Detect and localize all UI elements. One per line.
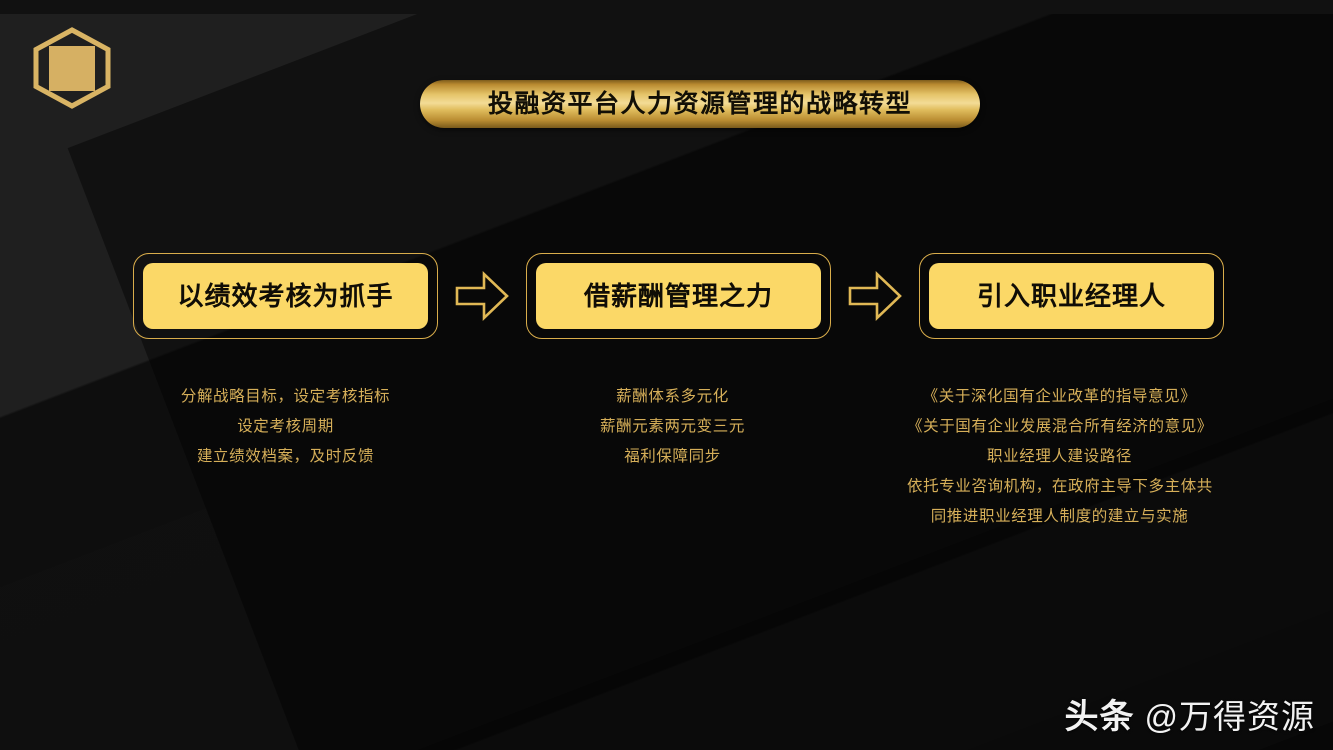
detail-line: 福利保障同步 [624,448,721,465]
detail-line: 设定考核周期 [237,418,334,435]
flow-step-2[interactable]: 借薪酬管理之力 [526,253,831,339]
flow-step-1[interactable]: 以绩效考核为抓手 [133,253,438,339]
page-title: 投融资平台人力资源管理的战略转型 [487,89,912,118]
slide-title-pill: 投融资平台人力资源管理的战略转型 [420,80,980,128]
flow-step-2-label: 借薪酬管理之力 [583,281,773,311]
detail-column-1: 分解战略目标，设定考核指标 设定考核周期 建立绩效档案，及时反馈 [133,382,438,472]
detail-line: 《关于深化国有企业改革的指导意见》 [922,388,1197,405]
detail-line: 建立绩效档案，及时反馈 [196,448,375,465]
detail-line: 依托专业咨询机构，在政府主导下多主体共 [907,478,1213,495]
detail-column-2: 薪酬体系多元化 薪酬元素两元变三元 福利保障同步 [520,382,825,472]
detail-columns: 分解战略目标，设定考核指标 设定考核周期 建立绩效档案，及时反馈 薪酬体系多元化… [0,382,1333,532]
background-top-strip [0,0,1333,14]
detail-line: 薪酬元素两元变三元 [600,418,745,435]
detail-line: 《关于国有企业发展混合所有经济的意见》 [907,418,1213,435]
process-flow-row: 以绩效考核为抓手 借薪酬管理之力 引入职业经理人 [0,253,1333,339]
detail-line: 薪酬体系多元化 [616,388,729,405]
flow-step-3-body: 引入职业经理人 [929,263,1214,329]
watermark-handle: @万得资源 [1144,698,1315,735]
watermark: 头条 @万得资源 [1065,689,1316,738]
right-arrow-icon-2 [844,266,906,326]
flow-step-2-body: 借薪酬管理之力 [536,263,821,329]
detail-line: 同推进职业经理人制度的建立与实施 [930,508,1189,525]
detail-line: 职业经理人建设路径 [987,448,1132,465]
right-arrow-icon-1 [451,266,513,326]
watermark-brand: 头条 [1064,698,1135,736]
flow-step-3-label: 引入职业经理人 [976,281,1166,311]
detail-column-3: 《关于深化国有企业改革的指导意见》 《关于国有企业发展混合所有经济的意见》 职业… [907,382,1212,532]
detail-line: 分解战略目标，设定考核指标 [180,388,391,405]
flow-step-3[interactable]: 引入职业经理人 [919,253,1224,339]
flow-step-1-body: 以绩效考核为抓手 [143,263,428,329]
flow-step-1-label: 以绩效考核为抓手 [177,281,394,311]
hexagon-square-logo-icon [30,25,114,111]
